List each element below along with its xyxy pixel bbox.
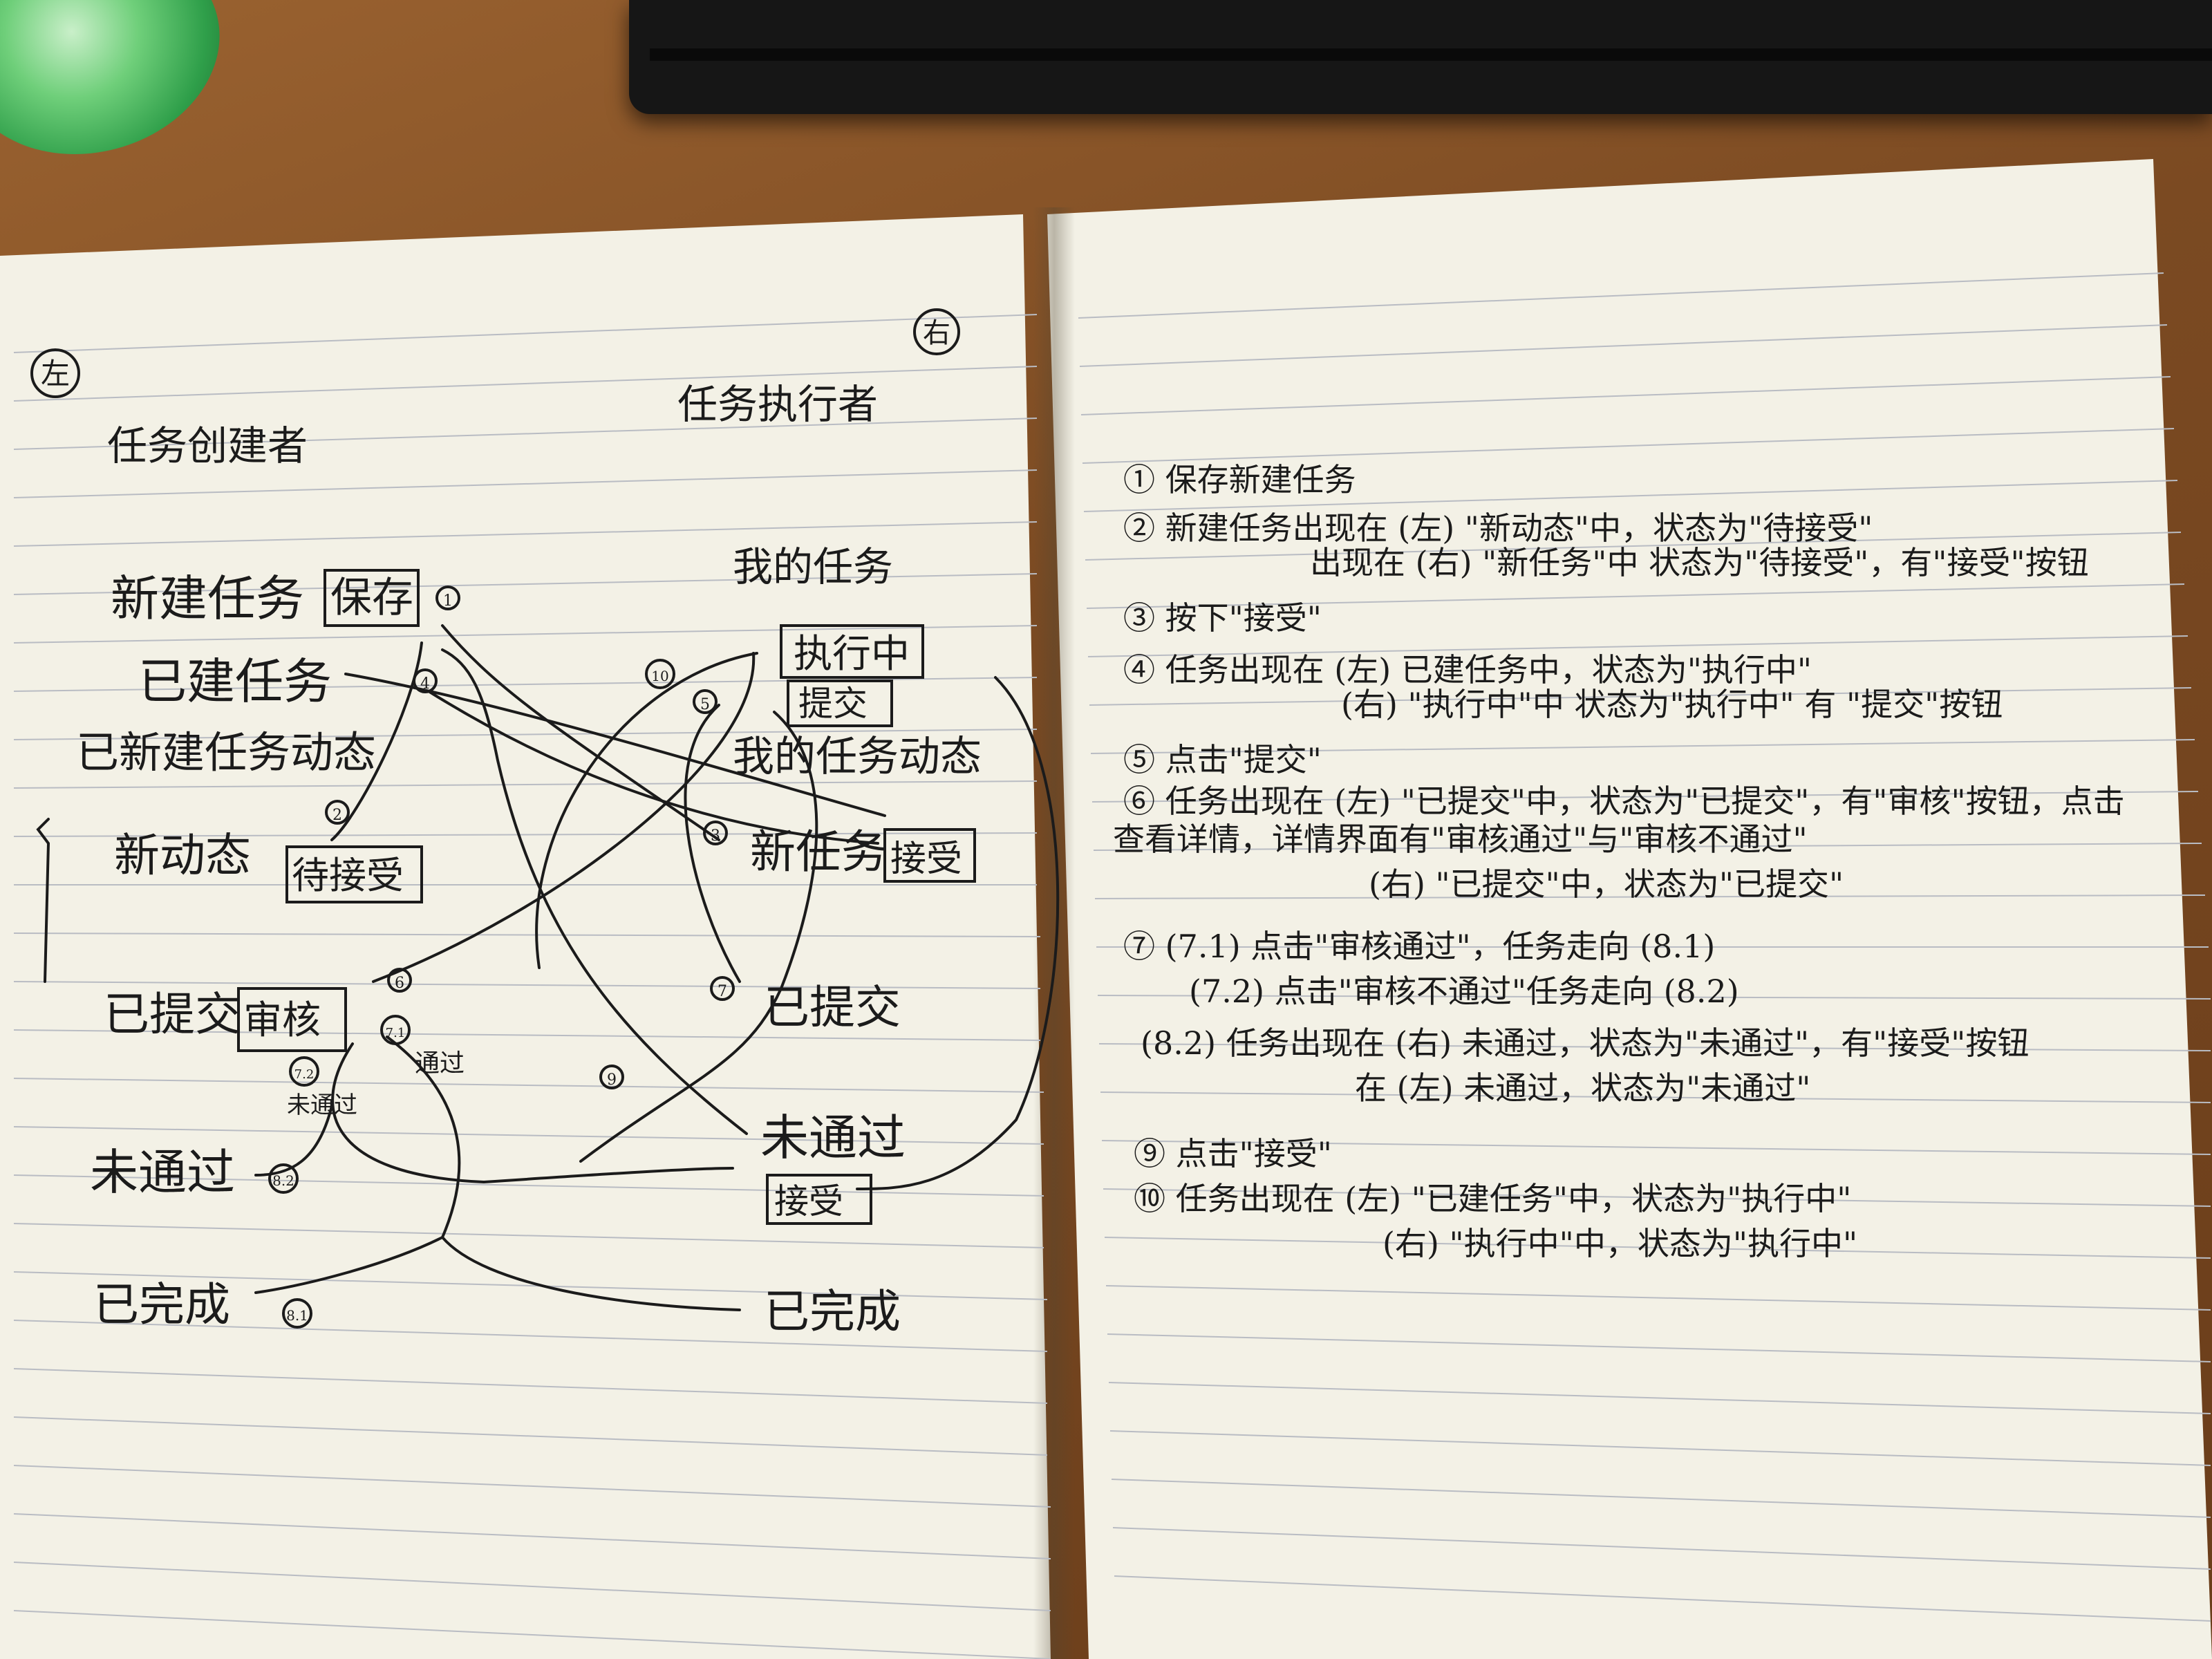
step-8-1-left: 8.1 — [286, 1307, 308, 1324]
step-5: 5 — [700, 696, 710, 713]
step-9: 9 — [607, 1071, 617, 1089]
step-markers: 1 2 3 4 5 6 7 8.1 8.2 9 10 7.1 7.2 — [268, 585, 735, 1329]
step-6: 6 — [395, 975, 404, 992]
arrow-2-to-new-task — [441, 624, 720, 841]
executor-my-tasks: 我的任务 — [733, 543, 893, 590]
column-executor-heading: 任务执行者 — [677, 381, 878, 428]
right-ruled-lines — [1078, 272, 2211, 1622]
arrow-5-loop — [579, 711, 818, 1163]
review-box — [237, 987, 347, 1052]
note-line-17: (右) "执行中"中，状态为"执行中" — [1382, 1225, 1857, 1262]
save-box-label: 保存 — [330, 574, 413, 622]
executor-my-task-updates: 我的任务动态 — [733, 733, 982, 781]
note-line-8: ⑥ 任务出现在 (左) "已提交"中，状态为"已提交"，有"审核"按钮，点击 — [1123, 782, 2125, 820]
note-line-15: ⑨ 点击"接受" — [1134, 1135, 1332, 1172]
note-line-11: ⑦ (7.1) 点击"审核通过"，任务走向 (8.1) — [1123, 928, 1715, 965]
creator-created-tasks: 已建任务 — [138, 653, 332, 710]
executor-completed: 已完成 — [764, 1285, 901, 1338]
creator-failed: 未通过 — [90, 1144, 235, 1201]
note-line-1: ① 保存新建任务 — [1123, 461, 1356, 498]
arrow-10 — [535, 652, 758, 969]
corner-circle-right — [913, 308, 960, 355]
corner-circle-left — [30, 348, 80, 398]
note-line-16: ⑩ 任务出现在 (左) "已建任务"中，状态为"执行中" — [1134, 1180, 1851, 1217]
note-line-6: (右) "执行中"中 状态为"执行中" 有 "提交"按钮 — [1341, 686, 2003, 723]
step-1: 1 — [443, 592, 453, 610]
creator-new-task: 新建任务 — [111, 570, 304, 627]
note-line-5: ④ 任务出现在 (左) 已建任务中，状态为"执行中" — [1123, 651, 1812, 688]
step-8-2-left: 8.2 — [272, 1172, 294, 1189]
pending-box-label: 待接受 — [292, 854, 404, 897]
save-box — [324, 569, 420, 627]
arrow-9 — [441, 648, 748, 1135]
note-line-9: 查看详情，详情界面有"审核通过"与"审核不通过" — [1113, 821, 1808, 858]
step-7: 7 — [718, 983, 727, 1000]
pass-label: 通过 — [415, 1049, 465, 1078]
submit-box — [787, 679, 893, 727]
accept-box-2-label: 接受 — [774, 1181, 843, 1221]
creator-completed: 已完成 — [93, 1278, 230, 1331]
note-line-13: (8.2) 任务出现在 (右) 未通过，状态为"未通过"，有"接受"按钮 — [1141, 1024, 2029, 1062]
corner-mark-left: 左 — [41, 357, 70, 391]
right-page-notes: ① 保存新建任务 ② 新建任务出现在 (左) "新动态"中，状态为"待接受" 出… — [1113, 461, 2125, 1262]
creator-new-task-updates: 已新建任务动态 — [76, 727, 376, 778]
arrow-submitted-right — [684, 704, 741, 983]
arrow-2-to-pending — [330, 641, 423, 841]
review-box-label: 审核 — [243, 998, 321, 1043]
arrow-8-1-right — [386, 1035, 741, 1311]
step-4: 4 — [420, 675, 430, 693]
note-line-14: 在 (左) 未通过，状态为"未通过" — [1355, 1069, 1810, 1107]
note-line-3: 出现在 (右) "新任务"中 状态为"待接受"，有"接受"按钮 — [1310, 544, 2089, 581]
creator-new-update: 新动态 — [114, 829, 251, 882]
step-10: 10 — [651, 668, 668, 684]
bracket-mark — [36, 818, 50, 983]
executor-failed: 未通过 — [760, 1109, 906, 1166]
notebook-gutter — [1033, 207, 1075, 1659]
flow-arrows — [254, 624, 1060, 1311]
arrow-loop-right — [856, 676, 1060, 1190]
accept-box — [883, 828, 976, 883]
arrow-4-to-in-progress — [372, 652, 756, 983]
step-3: 3 — [711, 827, 720, 845]
laptop-base — [650, 48, 2212, 61]
step-2: 2 — [332, 807, 342, 824]
corner-mark-right: 右 — [923, 317, 950, 349]
executor-new-task: 新任务 — [750, 825, 887, 879]
in-progress-box-label: 执行中 — [794, 632, 910, 677]
column-creator-heading: 任务创建者 — [107, 422, 308, 469]
note-line-10: (右) "已提交"中，状态为"已提交" — [1369, 865, 1844, 903]
executor-submitted: 已提交 — [764, 981, 901, 1034]
accept-box-label: 接受 — [890, 838, 962, 880]
note-line-12: (7.2) 点击"审核不通过"任务走向 (8.2) — [1189, 973, 1739, 1010]
note-line-2: ② 新建任务出现在 (左) "新动态"中，状态为"待接受" — [1123, 509, 1873, 547]
arrow-8-2 — [331, 1042, 734, 1184]
step-7-2: 7.2 — [294, 1067, 315, 1082]
arrow-3 — [427, 690, 879, 845]
pending-box — [285, 845, 423, 903]
arrow-8-1-left — [254, 1236, 444, 1294]
fail-label: 未通过 — [287, 1091, 357, 1119]
in-progress-box — [780, 624, 924, 679]
accept-box-2 — [766, 1174, 872, 1225]
step-7-1: 7.1 — [386, 1026, 406, 1040]
submit-box-label: 提交 — [798, 684, 868, 724]
arrow-4-to-created — [344, 673, 886, 817]
note-line-4: ③ 按下"接受" — [1123, 599, 1322, 637]
arrow-7-2 — [254, 1105, 333, 1177]
creator-submitted: 已提交 — [104, 988, 241, 1041]
note-line-7: ⑤ 点击"提交" — [1123, 741, 1322, 778]
